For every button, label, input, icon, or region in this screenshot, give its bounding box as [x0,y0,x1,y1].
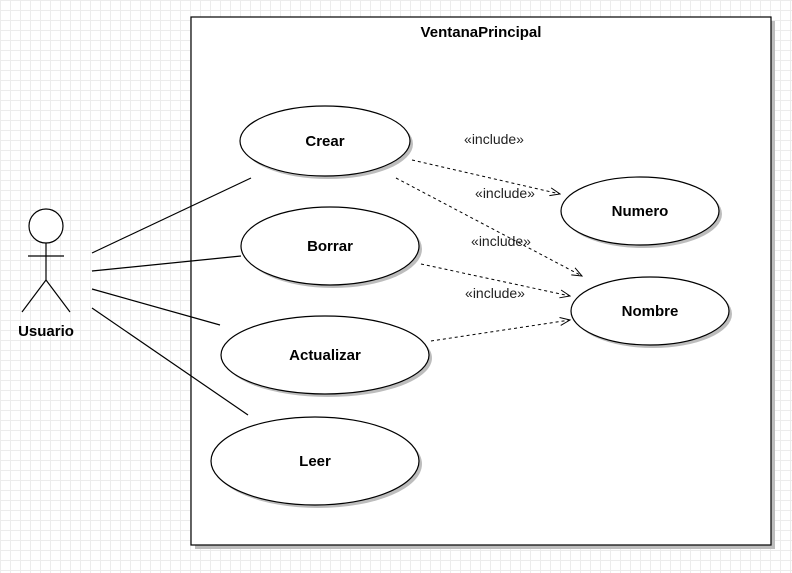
include-borrar-nombre[interactable] [420,263,570,296]
use-case-actualizar-label: Actualizar [289,347,361,364]
use-case-nombre-label: Nombre [622,303,679,320]
use-case-numero[interactable]: Numero [560,176,722,248]
association-leer[interactable] [91,307,249,416]
use-case-borrar[interactable]: Borrar [240,206,422,288]
use-case-leer-label: Leer [299,453,331,470]
actor-leg-left [21,279,47,313]
use-case-numero-label: Numero [612,203,669,220]
association-crear[interactable] [91,177,252,254]
association-actualizar[interactable] [91,288,221,326]
system-title: VentanaPrincipal [421,24,542,41]
use-case-leer[interactable]: Leer [210,416,422,508]
use-case-crear[interactable]: Crear [239,105,413,179]
associations [91,177,252,416]
use-case-actualizar[interactable]: Actualizar [220,315,432,397]
use-case-borrar-label: Borrar [307,238,353,255]
use-case-crear-label: Crear [305,133,344,150]
actor-usuario[interactable]: Usuario [18,208,74,340]
actor-label: Usuario [18,323,74,340]
include-label-crear-nombre: «include» [475,185,535,201]
include-relations: «include» «include» «include» «include» [395,131,582,342]
actor-leg-right [45,279,71,313]
association-borrar[interactable] [91,255,242,272]
include-label-crear-numero: «include» [464,131,524,147]
include-label-borrar-nombre: «include» [471,233,531,249]
use-case-nombre[interactable]: Nombre [570,276,732,348]
include-crear-numero[interactable] [411,159,560,194]
include-crear-nombre[interactable] [395,177,582,276]
include-label-actualizar-nombre: «include» [465,285,525,301]
actor-head [28,208,64,244]
